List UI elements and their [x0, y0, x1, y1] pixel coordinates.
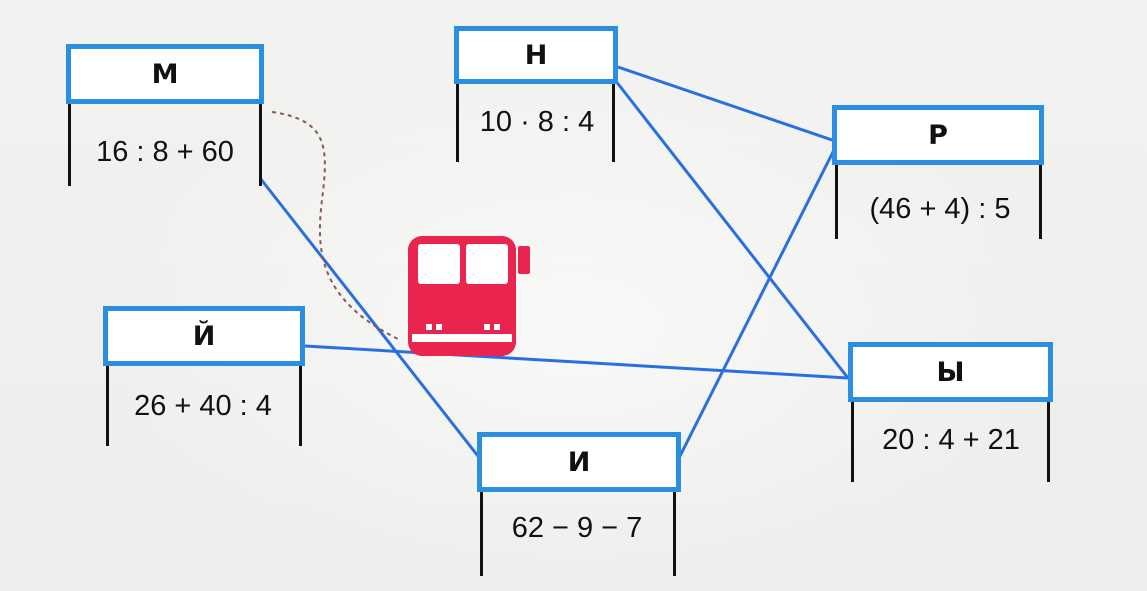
stop-r: Р (46 + 4) : 5	[832, 105, 1047, 245]
stop-i: И 62 − 9 − 7	[477, 432, 685, 582]
stop-sign-j: Й	[103, 306, 305, 366]
stop-letter-i: И	[567, 446, 591, 478]
connector-n-r	[614, 64, 839, 144]
sign-post-right	[1047, 402, 1050, 482]
sign-post-left	[68, 104, 71, 186]
dashed-bus-route	[271, 111, 401, 341]
stop-sign-y: Ы	[848, 342, 1053, 402]
stop-expression-y: 20 : 4 + 21	[882, 424, 1020, 456]
stop-expression-m: 16 : 8 + 60	[96, 136, 234, 168]
connector-j-y	[304, 344, 849, 380]
stop-sign-r: Р	[832, 105, 1044, 165]
sign-post-right	[259, 104, 262, 186]
stop-letter-n: Н	[524, 39, 548, 71]
stop-sign-m: М	[66, 44, 264, 104]
stop-letter-r: Р	[928, 119, 948, 151]
connector-m-i	[258, 177, 487, 466]
sign-post-left	[456, 84, 459, 162]
sign-post-left	[835, 165, 838, 239]
stop-sign-i: И	[477, 432, 681, 492]
sign-post-right	[612, 84, 615, 162]
stop-letter-j: Й	[192, 320, 216, 352]
connector-i-r	[675, 141, 840, 463]
connector-n-y	[613, 79, 850, 379]
stop-letter-m: М	[151, 58, 179, 90]
sign-post-right	[1039, 165, 1042, 239]
stop-y: Ы 20 : 4 + 21	[848, 342, 1056, 484]
sign-post-left	[851, 402, 854, 482]
stop-expression-r: (46 + 4) : 5	[869, 193, 1011, 225]
sign-post-right	[299, 366, 302, 446]
sign-post-left	[106, 366, 109, 446]
stop-sign-n: Н	[454, 26, 618, 84]
bus-icon	[408, 236, 530, 356]
stop-expression-j: 26 + 40 : 4	[134, 390, 272, 422]
stop-expression-n: 10 · 8 : 4	[479, 106, 595, 138]
stop-letter-y: Ы	[936, 356, 965, 388]
sign-post-left	[480, 492, 483, 576]
sign-post-right	[673, 492, 676, 576]
stop-m: М 16 : 8 + 60	[66, 44, 266, 194]
stop-n: Н 10 · 8 : 4	[454, 26, 624, 166]
stop-j: Й 26 + 40 : 4	[103, 306, 308, 448]
stop-expression-i: 62 − 9 − 7	[511, 512, 643, 544]
